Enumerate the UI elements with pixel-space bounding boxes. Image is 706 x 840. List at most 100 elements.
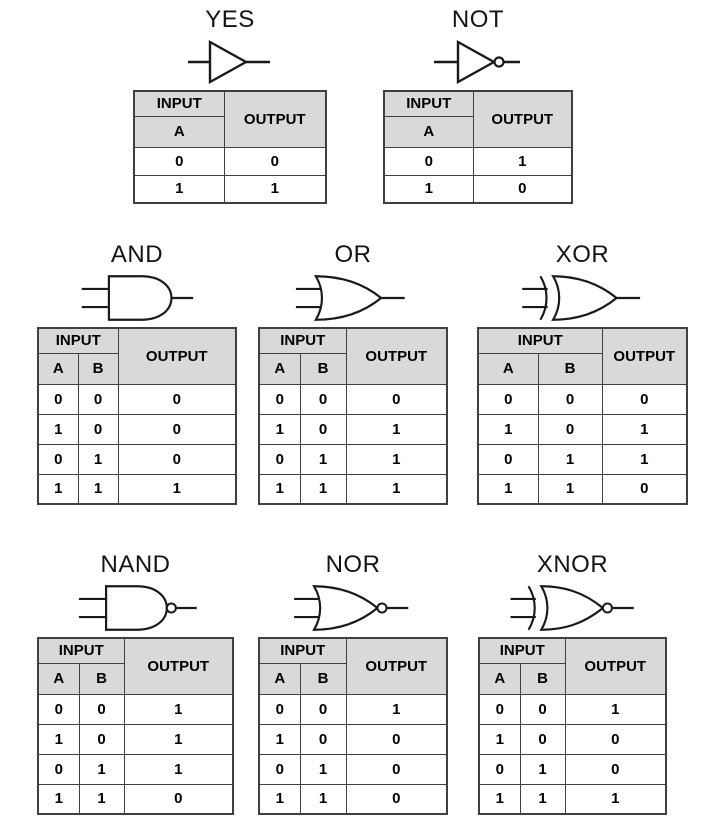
input-header: INPUT (133, 90, 225, 117)
output-header: OUTPUT (123, 637, 234, 695)
input-header: INPUT (478, 637, 566, 664)
truth-cell: 0 (477, 383, 539, 415)
buffer-gate-icon (170, 34, 290, 90)
gate-block-nor: NOR INPUT OUTPUT A B 0 0 1 (258, 551, 448, 815)
truth-cell: 1 (258, 783, 301, 815)
gate-block-xor: XOR INPUT OUTPUT A B 0 0 0 (477, 241, 688, 505)
truth-cell: 1 (383, 174, 474, 204)
truth-cell: 1 (519, 783, 566, 815)
input-header: INPUT (37, 637, 125, 664)
truth-cell: 0 (478, 753, 521, 785)
truth-cell: 0 (133, 146, 225, 176)
col-a-header: A (133, 115, 225, 148)
truth-cell: 0 (258, 753, 301, 785)
truth-cell: 1 (78, 783, 125, 815)
truth-cell: 0 (117, 383, 237, 415)
truth-cell: 0 (78, 723, 125, 755)
xor-gate-icon (508, 269, 658, 327)
truth-cell: 0 (123, 783, 234, 815)
truth-cell: 1 (478, 723, 521, 755)
col-b-header: B (299, 662, 347, 695)
output-header: OUTPUT (345, 327, 448, 385)
gate-title-nor: NOR (325, 551, 381, 578)
truth-cell: 1 (258, 413, 301, 445)
truth-cell: 1 (123, 753, 234, 785)
truth-cell: 0 (37, 693, 80, 725)
output-header: OUTPUT (223, 90, 327, 148)
truth-cell: 1 (37, 473, 79, 505)
col-a-header: A (477, 352, 539, 385)
or-gate-icon (278, 269, 428, 327)
truth-table-xor: INPUT OUTPUT A B 0 0 0 1 0 1 0 1 1 (477, 327, 688, 505)
truth-cell: 1 (564, 693, 667, 725)
col-a-header: A (258, 662, 301, 695)
output-header: OUTPUT (345, 637, 448, 695)
truth-cell: 1 (123, 693, 234, 725)
truth-cell: 1 (601, 443, 688, 475)
nor-gate-icon (278, 579, 428, 637)
truth-table-xnor: INPUT OUTPUT A B 0 0 1 1 0 0 0 1 0 (478, 637, 667, 815)
truth-cell: 0 (477, 443, 539, 475)
gate-title-xnor: XNOR (536, 551, 609, 578)
truth-cell: 1 (78, 753, 125, 785)
truth-table-or: INPUT OUTPUT A B 0 0 0 1 0 1 0 1 1 (258, 327, 448, 505)
truth-cell: 0 (299, 693, 347, 725)
gate-title-xor: XOR (555, 241, 610, 268)
truth-cell: 1 (37, 413, 79, 445)
truth-cell: 1 (299, 783, 347, 815)
truth-cell: 0 (299, 723, 347, 755)
col-a-header: A (383, 115, 474, 148)
truth-cell: 0 (117, 413, 237, 445)
input-header: INPUT (477, 327, 603, 354)
truth-cell: 1 (345, 413, 448, 445)
truth-cell: 1 (37, 723, 80, 755)
gate-block-not: NOT INPUT OUTPUT A 0 1 1 (383, 6, 573, 204)
truth-cell: 1 (537, 443, 603, 475)
truth-cell: 0 (223, 146, 327, 176)
truth-cell: 1 (345, 693, 448, 725)
truth-cell: 1 (299, 753, 347, 785)
truth-table-nor: INPUT OUTPUT A B 0 0 1 1 0 0 0 1 0 (258, 637, 448, 815)
col-b-header: B (78, 662, 125, 695)
truth-cell: 0 (299, 413, 347, 445)
col-a-header: A (478, 662, 521, 695)
truth-cell: 1 (37, 783, 80, 815)
gate-block-xnor: XNOR INPUT OUTPUT A B 0 0 (478, 551, 667, 815)
truth-cell: 0 (345, 783, 448, 815)
truth-cell: 1 (345, 473, 448, 505)
truth-cell: 1 (77, 473, 119, 505)
col-b-header: B (519, 662, 566, 695)
gate-title-yes: YES (205, 6, 255, 33)
truth-table-nand: INPUT OUTPUT A B 0 0 1 1 0 1 0 1 1 (37, 637, 234, 815)
truth-cell: 0 (258, 443, 301, 475)
input-header: INPUT (258, 637, 347, 664)
truth-cell: 0 (537, 413, 603, 445)
truth-cell: 0 (37, 443, 79, 475)
truth-cell: 0 (601, 473, 688, 505)
truth-cell: 1 (299, 443, 347, 475)
input-header: INPUT (383, 90, 474, 117)
col-a-header: A (258, 352, 301, 385)
truth-cell: 1 (117, 473, 237, 505)
truth-cell: 1 (537, 473, 603, 505)
truth-cell: 1 (519, 753, 566, 785)
nand-gate-icon (61, 579, 211, 637)
truth-cell: 0 (564, 723, 667, 755)
input-header: INPUT (258, 327, 347, 354)
truth-table-not: INPUT OUTPUT A 0 1 1 0 (383, 90, 573, 204)
gate-block-or: OR INPUT OUTPUT A B 0 0 0 (258, 241, 448, 505)
truth-cell: 0 (258, 693, 301, 725)
truth-cell: 1 (478, 783, 521, 815)
col-b-header: B (299, 352, 347, 385)
truth-cell: 0 (537, 383, 603, 415)
output-header: OUTPUT (564, 637, 667, 695)
truth-cell: 1 (223, 174, 327, 204)
truth-cell: 0 (383, 146, 474, 176)
truth-cell: 0 (37, 753, 80, 785)
truth-cell: 1 (472, 146, 573, 176)
gate-title-not: NOT (451, 6, 505, 33)
output-header: OUTPUT (472, 90, 573, 148)
truth-cell: 1 (258, 473, 301, 505)
input-header: INPUT (37, 327, 119, 354)
